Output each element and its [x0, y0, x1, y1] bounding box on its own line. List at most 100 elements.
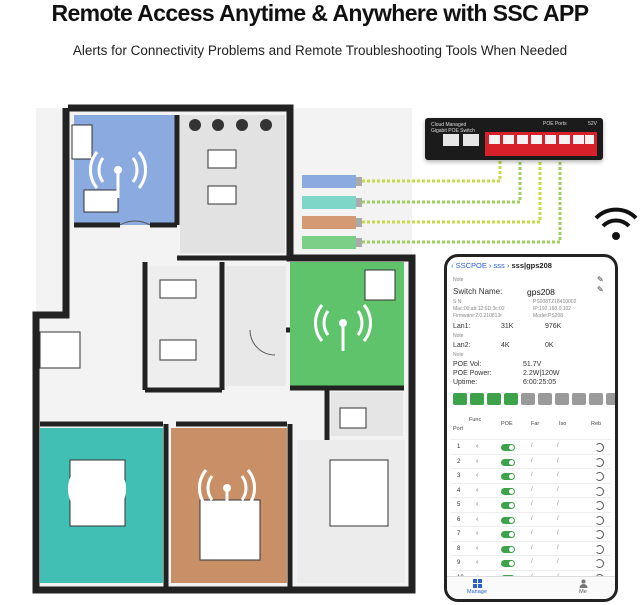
col-poe: POE [501, 421, 513, 427]
far-toggle[interactable]: / [531, 486, 533, 493]
tab-me-label: Me [579, 589, 587, 595]
port-status-icon [470, 393, 484, 405]
iso-toggle[interactable]: / [557, 443, 559, 449]
chevron-left-icon[interactable]: ‹ [476, 457, 479, 465]
table-row: 3‹// [451, 468, 611, 485]
lan2-label: Lan2: [453, 342, 471, 349]
col-port: Port [453, 426, 464, 432]
chevron-left-icon[interactable]: ‹ [476, 559, 479, 566]
table-row: 6‹// [451, 511, 611, 529]
poe-toggle[interactable] [501, 473, 515, 480]
far-toggle[interactable]: / [531, 530, 533, 536]
far-toggle[interactable]: / [531, 544, 533, 551]
tab-manage-label: Manage [467, 589, 487, 595]
far-toggle[interactable]: / [531, 443, 533, 449]
sn-label: S N: [453, 299, 463, 305]
edit-icon[interactable]: ✎ [597, 285, 604, 294]
poe-toggle[interactable] [501, 516, 515, 524]
table-row: 2 ‹ / / [451, 453, 611, 471]
chevron-left-icon[interactable]: ‹ [476, 530, 479, 537]
tab-manage[interactable]: Manage [457, 579, 497, 595]
tab-me[interactable]: Me [563, 579, 603, 595]
iso-toggle[interactable]: / [557, 501, 559, 507]
port-status-icon [606, 393, 615, 405]
poe-power-value: 2.2W|120W [523, 370, 560, 377]
model-label: Model:PS208 [533, 313, 564, 319]
edit-icon[interactable]: ✎ [597, 275, 604, 284]
port-status-row [453, 393, 615, 405]
col-reb: Reb [591, 421, 602, 427]
port-number: 9 [457, 560, 461, 566]
reboot-icon[interactable] [595, 544, 604, 554]
firmware-label: Firmware:2.0.210813r [453, 313, 502, 319]
switch-voltage: 52V [588, 121, 597, 127]
mac-label: Mac:00:ab:12:6D:3c:02 [453, 306, 505, 312]
port-status-icon [555, 393, 569, 405]
reboot-icon[interactable] [595, 443, 604, 452]
far-toggle[interactable]: / [531, 501, 533, 507]
chevron-left-icon[interactable]: ‹ [476, 443, 479, 450]
lan1-label: Lan1: [453, 323, 471, 330]
uptime-value: 6:00:25:05 [523, 379, 557, 386]
iso-toggle[interactable]: / [557, 472, 559, 478]
iso-toggle[interactable]: / [557, 486, 559, 493]
cable-plug-blue [302, 175, 356, 188]
reboot-icon[interactable] [595, 457, 604, 467]
reboot-icon[interactable] [595, 530, 604, 539]
reboot-icon[interactable] [595, 486, 604, 496]
poe-toggle[interactable] [501, 531, 515, 538]
tab-bar: Manage Me [447, 576, 615, 599]
breadcrumb: ‹ SSCPOE › sss › sss|gps208 [451, 261, 552, 270]
wifi-icon-orange [198, 469, 256, 516]
iso-toggle[interactable]: / [557, 530, 559, 536]
port-number: 2 [457, 458, 461, 465]
poe-toggle[interactable] [501, 545, 515, 553]
lan2-tx: 0K [545, 342, 554, 349]
reboot-icon[interactable] [595, 559, 604, 568]
iso-toggle[interactable]: / [557, 457, 559, 464]
reboot-icon[interactable] [595, 472, 604, 481]
far-toggle[interactable]: / [531, 472, 533, 478]
poe-toggle[interactable] [501, 458, 515, 466]
chevron-left-icon[interactable]: ‹ [476, 486, 479, 494]
far-toggle[interactable]: / [531, 515, 533, 522]
sn-value: PS008TZ18410002 [533, 299, 577, 305]
col-func: Func [469, 417, 482, 423]
table-row: 1‹// [451, 439, 611, 456]
switch-name-label: Switch Name: [453, 287, 503, 296]
poe-toggle[interactable] [501, 560, 515, 567]
chevron-left-icon[interactable]: ‹ [476, 472, 479, 479]
table-row: 7‹// [451, 526, 611, 543]
cable-plug-orange [302, 216, 356, 229]
back-icon[interactable]: ‹ [451, 261, 456, 270]
port-status-icon [487, 393, 501, 405]
headline: Remote Access Anytime & Anywhere with SS… [51, 0, 589, 26]
poe-toggle[interactable] [501, 502, 515, 509]
iso-toggle[interactable]: / [557, 544, 559, 551]
far-toggle[interactable]: / [531, 457, 533, 464]
switch-name-value: gps208 [527, 287, 555, 297]
breadcrumb-item[interactable]: sss [493, 261, 505, 270]
lan1-rx: 31K [501, 323, 514, 330]
cable-plug-teal [302, 196, 356, 209]
far-toggle[interactable]: / [531, 559, 533, 565]
poe-toggle[interactable] [501, 444, 515, 451]
reboot-icon[interactable] [595, 515, 604, 525]
note-label: Note [453, 333, 464, 339]
port-status-icon [572, 393, 586, 405]
poe-toggle[interactable] [501, 487, 515, 495]
table-row: 9 ‹ / / [451, 555, 611, 572]
cable-plug-green [302, 236, 356, 249]
iso-toggle[interactable]: / [557, 515, 559, 522]
wifi-icon-green [314, 304, 372, 351]
grid-icon [472, 579, 482, 588]
reboot-icon[interactable] [595, 501, 604, 510]
breadcrumb-item[interactable]: SSCPOE [455, 261, 487, 270]
iso-toggle[interactable]: / [557, 559, 559, 565]
chevron-left-icon[interactable]: ‹ [476, 501, 479, 508]
breadcrumb-item: sss|gps208 [511, 261, 552, 270]
chevron-left-icon[interactable]: ‹ [476, 544, 479, 552]
chevron-left-icon[interactable]: ‹ [476, 515, 479, 523]
